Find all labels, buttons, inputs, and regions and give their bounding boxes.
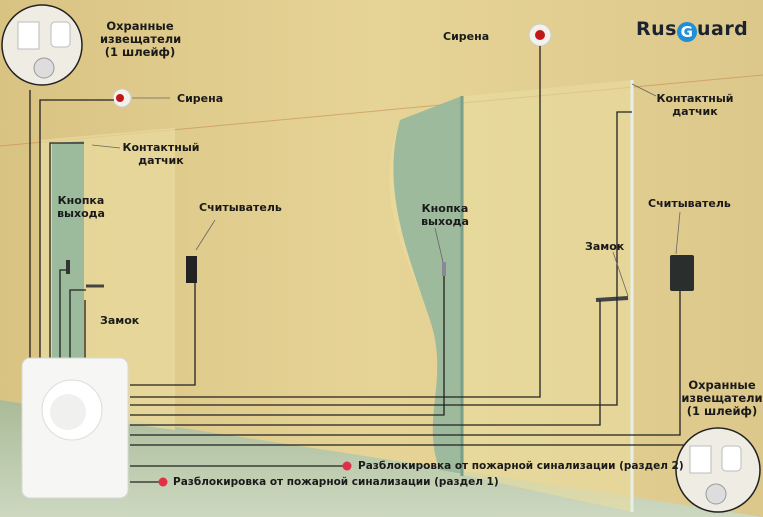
label-line: выхода xyxy=(57,207,105,220)
label-exit-right: Кнопка выхода xyxy=(420,202,470,228)
leader-lines xyxy=(91,83,681,297)
label-contact-right: Контактный датчик xyxy=(656,92,734,118)
label-line: (1 шлейф) xyxy=(104,45,176,59)
siren-right-icon xyxy=(528,23,552,47)
label-sensors-right: Охранные извещатели (1 шлейф) xyxy=(680,379,763,418)
security-sensors-left xyxy=(1,4,83,86)
label-lock-left: Замок xyxy=(100,314,140,327)
label-line: Контактный xyxy=(122,141,200,154)
access-controller xyxy=(21,357,129,499)
label-siren-left: Сирена xyxy=(177,92,224,105)
label-sensors-left: Охранные извещатели (1 шлейф) xyxy=(100,19,182,59)
logo-g-icon: G xyxy=(676,22,697,42)
security-sensors-right xyxy=(675,427,761,513)
label-reader-left: Считыватель xyxy=(199,201,282,214)
label-line: Кнопка xyxy=(421,202,469,215)
label-line: Контактный xyxy=(656,92,734,105)
label-line: Охранные xyxy=(688,378,756,392)
siren-left-icon xyxy=(112,88,132,108)
logo-text: Rus xyxy=(636,18,677,40)
floor xyxy=(0,400,763,517)
lock-handle-right xyxy=(595,296,629,302)
label-line: извещатели xyxy=(681,391,763,405)
reader-right xyxy=(670,255,694,291)
label-line: извещатели xyxy=(100,32,182,46)
label-line: (1 шлейф) xyxy=(686,404,758,418)
exit-button-left xyxy=(66,260,70,274)
exit-button-right xyxy=(442,262,446,276)
label-line: Охранные xyxy=(106,19,174,33)
right-glass-panel xyxy=(393,96,462,474)
logo-text: uard xyxy=(696,18,749,40)
reader-left xyxy=(186,256,197,283)
fire-unlock-2-dot xyxy=(342,461,352,471)
label-exit-left: Кнопка выхода xyxy=(56,194,106,220)
label-fire-unlock-2: Разблокировка от пожарной синализации (р… xyxy=(358,460,684,472)
label-contact-left: Контактный датчик xyxy=(122,141,200,167)
label-lock-right: Замок xyxy=(585,240,625,253)
label-line: Кнопка xyxy=(57,194,105,207)
fire-unlock-1-dot xyxy=(158,477,168,487)
label-fire-unlock-1: Разблокировка от пожарной синализации (р… xyxy=(173,476,499,488)
label-line: выхода xyxy=(421,215,469,228)
label-reader-right: Считыватель xyxy=(648,197,731,210)
label-siren-right: Сирена xyxy=(443,30,490,43)
label-line: датчик xyxy=(672,105,718,118)
label-line: датчик xyxy=(138,154,184,167)
